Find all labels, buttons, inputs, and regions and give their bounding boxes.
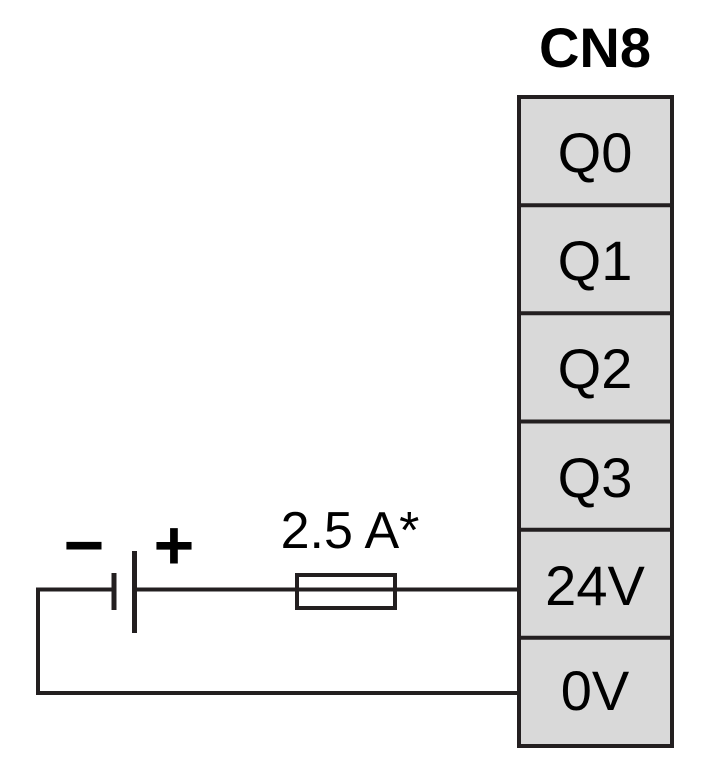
connector-title: CN8 <box>539 16 651 79</box>
fuse-rating-label: 2.5 A* <box>281 502 420 560</box>
terminal-label-q0: Q0 <box>558 121 633 184</box>
terminal-label-q3: Q3 <box>558 446 633 509</box>
battery-minus-symbol: − <box>64 506 105 584</box>
terminal-label-24v: 24V <box>545 554 645 617</box>
fuse-icon <box>295 573 397 610</box>
terminal-label-0v: 0V <box>561 659 630 722</box>
terminal-label-q1: Q1 <box>558 229 633 292</box>
terminal-label-q2: Q2 <box>558 337 633 400</box>
battery-plus-symbol: + <box>154 506 195 584</box>
wire-0v-return <box>36 589 517 695</box>
